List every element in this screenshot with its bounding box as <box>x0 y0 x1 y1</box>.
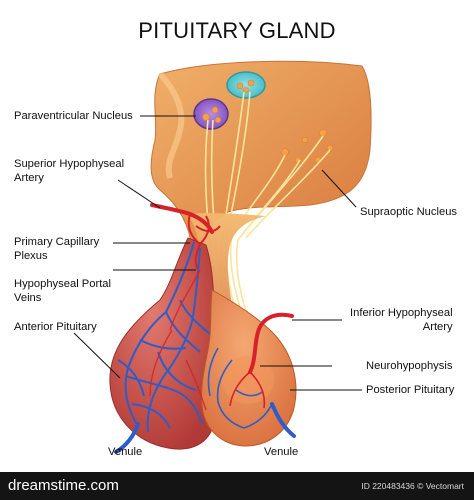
label-neurohypophysis: Neurohypophysis <box>366 360 453 372</box>
posterior-capillaries <box>207 347 273 429</box>
label-superior-hypophyseal-artery: Superior Hypophyseal Artery <box>14 158 124 185</box>
label-primary-capillary-plexus: Primary Capillary Plexus <box>14 236 99 263</box>
neuron-cells <box>202 79 334 164</box>
image-id-text: ID 220483436 © Vectomart <box>361 481 464 491</box>
label-superior-line2: Artery <box>14 171 44 184</box>
label-inferior-line2: Artery <box>422 320 453 333</box>
label-primary-line2: Plexus <box>14 249 48 262</box>
label-inferior-hypophyseal-artery: Inferior Hypophyseal Artery <box>350 307 453 334</box>
label-paraventricular-nucleus: Paraventricular Nucleus <box>14 110 133 122</box>
label-superior-line1: Superior Hypophyseal <box>14 158 125 170</box>
hypothalamus-fold <box>157 71 185 179</box>
venule-right-vessel <box>270 402 296 438</box>
primary-capillary-plexus <box>187 213 221 271</box>
anterior-arterioles <box>149 269 207 411</box>
label-venule-right: Venule <box>264 446 299 458</box>
inferior-artery-vessel <box>248 312 294 374</box>
label-portal-line2: Veins <box>14 291 42 304</box>
leader-lines <box>73 115 362 450</box>
label-anterior-pituitary: Anterior Pituitary <box>14 321 97 333</box>
portal-veins <box>117 241 211 433</box>
label-posterior-pituitary: Posterior Pituitary <box>366 384 455 396</box>
label-venule-left: Venule <box>108 446 143 458</box>
teal-nucleus <box>226 71 266 99</box>
label-portal-line1: Hypophyseal Portal <box>14 278 112 290</box>
brand-logo: dreamstime.com <box>8 477 119 494</box>
footer-bar: dreamstime.com ID 220483436 © Vectomart <box>0 472 474 500</box>
venule-left-vessel <box>114 422 140 454</box>
page-title: PITUITARY GLAND <box>138 18 336 43</box>
paraventricular-nucleus <box>193 98 229 130</box>
label-hypophyseal-portal-veins: Hypophyseal Portal Veins <box>14 278 111 305</box>
label-inferior-line1: Inferior Hypophyseal <box>350 307 453 319</box>
label-supraoptic-nucleus: Supraoptic Nucleus <box>360 206 458 218</box>
label-primary-line1: Primary Capillary <box>14 236 100 248</box>
